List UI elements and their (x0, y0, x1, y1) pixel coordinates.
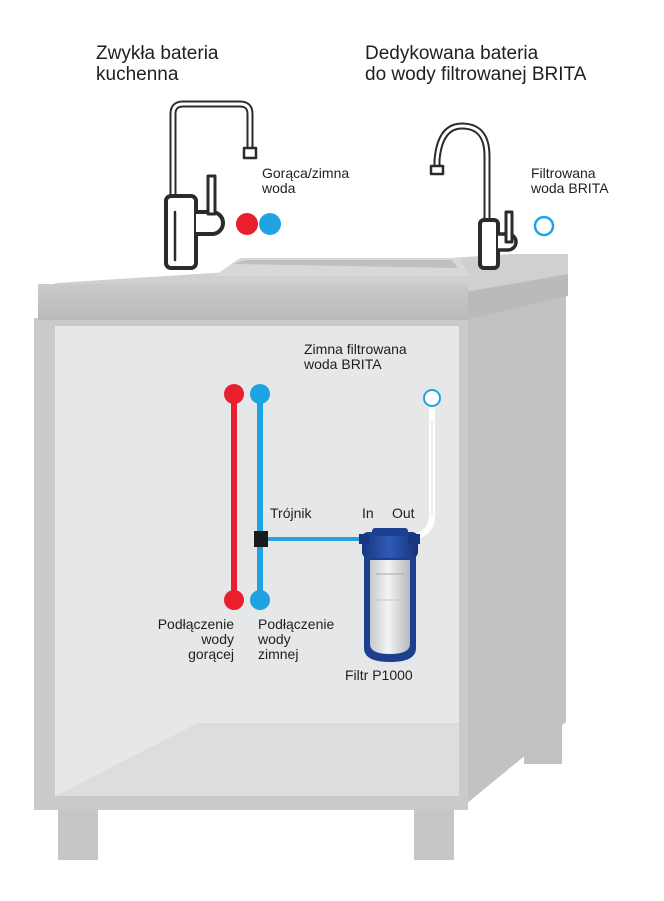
filter-cartridge (359, 528, 420, 662)
filtered-inside-ring (423, 389, 441, 407)
cold-filtered-label-line2: woda BRITA (304, 356, 382, 373)
regular-faucet-title: Zwykła bateria kuchenna (96, 43, 219, 85)
hot-connection-label-line3: gorącej (188, 646, 234, 663)
pipes (231, 396, 435, 600)
hot-connection-label-line1: Podłączenie (157, 616, 234, 632)
cold-filtered-label: Zimna filtrowana woda BRITA (304, 341, 407, 373)
tee-connector (254, 531, 268, 547)
filtered-water-ring (533, 215, 555, 237)
out-label: Out (392, 505, 415, 521)
tee-label: Trójnik (270, 505, 312, 521)
dedicated-faucet-title: Dedykowana bateria do wody filtrowanej B… (365, 43, 587, 85)
cabinet-floor (55, 724, 459, 796)
filter-label: Filtr P1000 (345, 667, 413, 683)
regular-faucet-title-line2: kuchenna (96, 63, 179, 85)
filtered-water-label-line2: woda BRITA (531, 180, 609, 197)
cabinet-side-panel (466, 296, 566, 804)
cold-filtered-label-line1: Zimna filtrowana (304, 341, 407, 357)
hot-connection-label-line2: wody (201, 631, 234, 648)
hot-cold-label-line2: woda (262, 180, 296, 197)
cold-bottom-dot (250, 590, 270, 610)
hot-top-dot (224, 384, 244, 404)
hot-cold-label-line1: Gorąca/zimna (262, 165, 350, 181)
dedicated-faucet-title-line2: do wody filtrowanej BRITA (365, 63, 587, 85)
cold-connection-label-line2: wody (258, 631, 291, 648)
in-label: In (362, 505, 374, 521)
cold-connection-label: Podłączenie wody zimnej (258, 616, 335, 663)
cold-top-dot (250, 384, 270, 404)
filtered-water-label-line1: Filtrowana (531, 165, 596, 181)
hot-cold-label: Gorąca/zimna woda (262, 165, 350, 197)
cold-connection-label-line1: Podłączenie (258, 616, 335, 632)
hot-bottom-dot (224, 590, 244, 610)
countertop (38, 254, 568, 320)
filtered-water-label: Filtrowana woda BRITA (531, 165, 609, 197)
hot-water-dot (236, 213, 258, 235)
cold-connection-label-line3: zimnej (258, 646, 299, 663)
kitchen-faucet (164, 100, 258, 270)
hot-connection-label: Podłączenie wody gorącej (138, 616, 234, 663)
brita-faucet (429, 122, 518, 270)
dedicated-faucet-title-line1: Dedykowana bateria (365, 43, 539, 64)
cold-water-dot (259, 213, 281, 235)
regular-faucet-title-line1: Zwykła bateria (96, 43, 219, 64)
